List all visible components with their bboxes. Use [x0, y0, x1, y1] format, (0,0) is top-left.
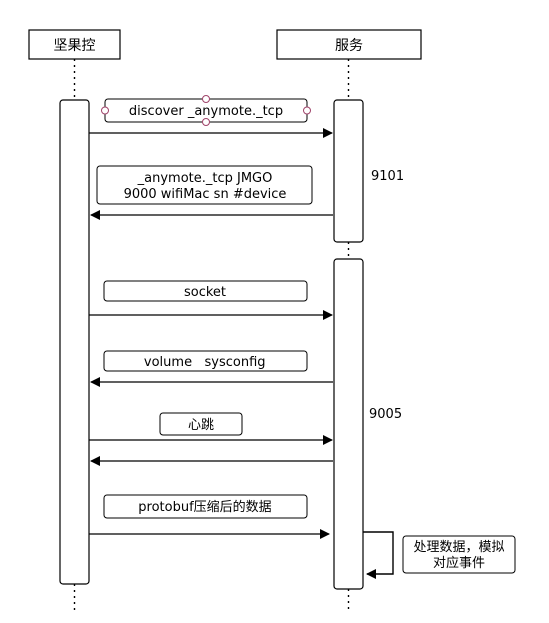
message-socket-label: socket	[184, 285, 226, 300]
selection-handle-bottom[interactable]	[202, 118, 210, 126]
message-volume-label: volume	[144, 355, 192, 370]
message-heartbeat-label-box[interactable]	[159, 412, 243, 436]
message-volume: volume sysconfig	[90, 350, 333, 387]
self-message-process: 处理数据，模拟 对应事件	[363, 531, 516, 579]
activation-client	[59, 99, 90, 585]
activation-server-control	[333, 258, 364, 590]
message-discover-label: discover _anymote._tcp	[129, 104, 283, 119]
message-protobuf-label-box[interactable]	[103, 494, 308, 519]
message-sysconfig-label: sysconfig	[204, 355, 265, 370]
self-message-label-line1: 处理数据，模拟	[413, 540, 504, 555]
message-heartbeat-label: 心跳	[188, 418, 214, 433]
message-protobuf: protobuf压缩后的数据	[89, 494, 330, 539]
message-discover: discover _anymote._tcp	[89, 95, 333, 138]
self-message-arrow	[363, 531, 394, 579]
selection-handle-top[interactable]	[202, 95, 210, 103]
message-reply-label-box[interactable]	[96, 165, 313, 205]
activation-server-discovery	[333, 99, 364, 243]
message-volume-label-box[interactable]	[103, 350, 308, 372]
message-reply: _anymote._tcp JMGO 9000 wifiMac sn #devi…	[90, 165, 333, 220]
self-message-label-line2: 对应事件	[433, 555, 485, 571]
participant-server: 服务	[276, 29, 422, 60]
message-reply-label-line1: _anymote._tcp JMGO	[137, 171, 273, 186]
message-protobuf-label: protobuf压缩后的数据	[138, 499, 271, 515]
selection-handle-right[interactable]	[303, 106, 311, 115]
port-label-control: 9005	[369, 407, 402, 422]
participant-client: 坚果控	[28, 29, 121, 60]
self-message-note-box[interactable]	[402, 535, 516, 574]
message-heartbeat: 心跳	[89, 412, 333, 466]
participant-client-label: 坚果控	[54, 38, 96, 54]
message-socket-label-box[interactable]	[103, 280, 308, 302]
participant-server-label: 服务	[335, 38, 363, 54]
selection-handle-left[interactable]	[101, 106, 109, 115]
port-label-discovery: 9101	[371, 169, 404, 184]
message-socket: socket	[89, 280, 333, 320]
message-reply-label-line2: 9000 wifiMac sn #device	[124, 187, 287, 202]
